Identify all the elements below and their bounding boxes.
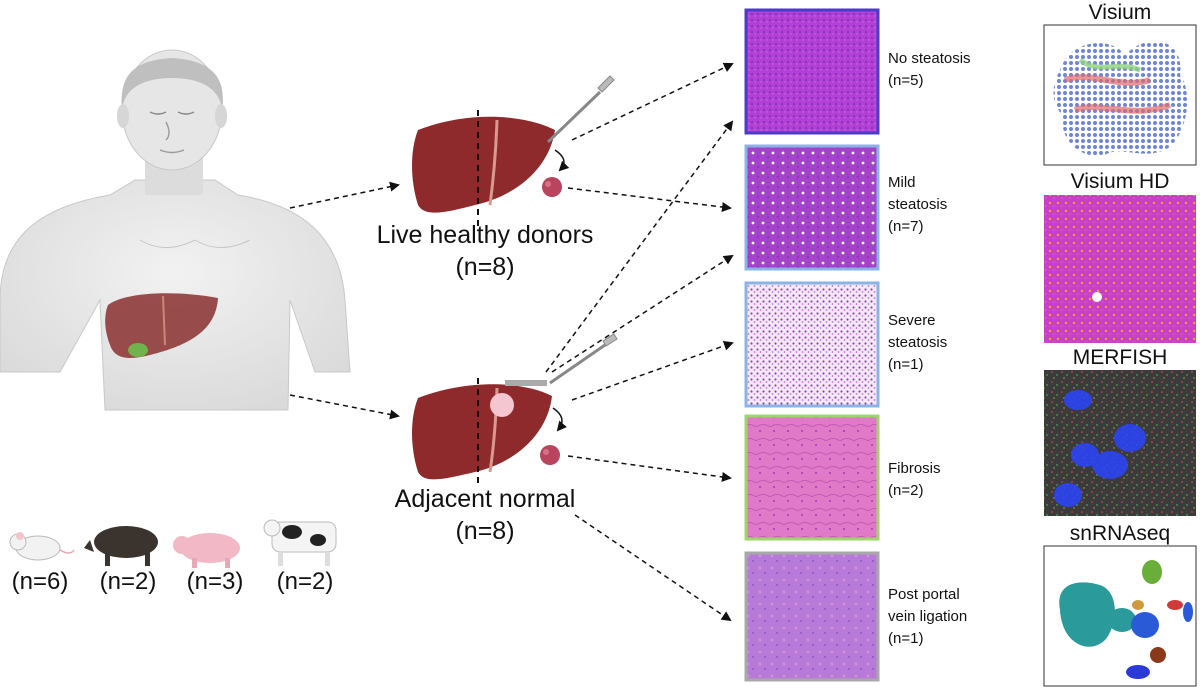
tech-merfish-label: MERFISH [1072,346,1168,369]
condition-ppvl: Post portal vein ligation (n=1) [888,586,968,647]
cow-icon [263,519,337,566]
tissue-sample-1 [542,177,562,197]
group-adjacent-label: Adjacent normal [394,485,576,513]
condition-no-steatosis: No steatosis (n=5) [888,50,971,89]
histology-mild-steatosis [744,144,880,271]
tech-snrnaseq-label: snRNAseq [1069,522,1171,545]
scalpel-icon-2 [505,333,618,386]
tech-visium-label: Visium [1088,1,1152,24]
histology-ppvl [744,551,880,682]
pig-icon [173,533,240,568]
condition-fibrosis: Fibrosis (n=2) [888,460,941,499]
technology-panels [1043,24,1197,687]
boar-icon [84,526,158,566]
animals [9,519,337,568]
group-adjacent-n: (n=8) [455,517,515,545]
human-liver-icon [105,293,218,358]
liver-live-icon [412,110,555,228]
visium-hd-panel [1044,195,1196,343]
flow-arrows [289,62,734,622]
condition-mild-steatosis: Mild steatosis (n=7) [888,174,948,235]
condition-severe-steatosis: Severe steatosis (n=1) [888,312,948,373]
animal-boar-n: (n=2) [99,568,157,595]
human-figure [0,49,351,411]
animal-cow-n: (n=2) [276,568,334,595]
tissue-sample-2 [540,445,560,465]
histology-severe-steatosis [744,281,880,408]
group-live-label: Live healthy donors [376,221,594,249]
animal-pig-n: (n=3) [186,568,244,595]
mouse-icon [9,532,75,561]
liver-adjacent-icon [412,378,552,485]
tech-visium-hd-label: Visium HD [1070,170,1170,193]
group-live-n: (n=8) [455,253,515,281]
histology-panels [744,8,880,682]
animal-mouse-n: (n=6) [11,568,69,595]
scalpel-icon [546,75,615,144]
histology-fibrosis [744,414,880,541]
histology-no-steatosis [744,8,880,135]
